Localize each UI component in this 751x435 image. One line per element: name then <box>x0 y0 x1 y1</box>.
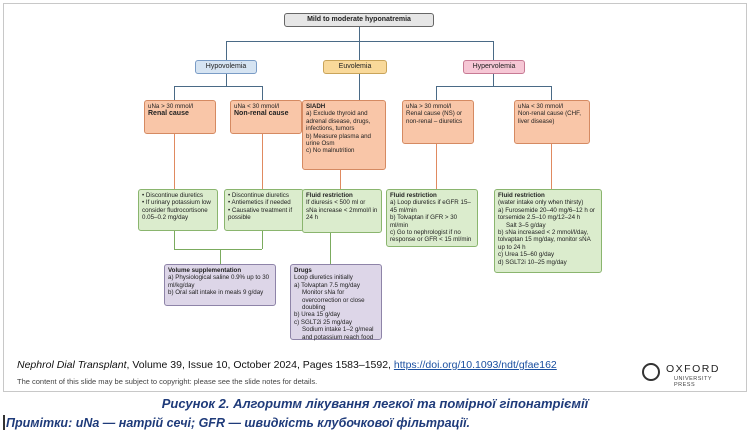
hypo-nonrenal-node: uNa < 30 mmol/l Non-renal cause <box>230 100 302 134</box>
hypervolemia-label: Hypervolemia <box>472 63 516 70</box>
treatment-item: • Antiemetics if needed <box>228 199 291 207</box>
root-label: Mild to moderate hyponatremia <box>307 16 411 23</box>
connector <box>436 86 551 87</box>
connector <box>551 86 552 100</box>
hyper-nonrenal-fluid: Fluid restriction (water intake only whe… <box>494 189 602 273</box>
volume-item: b) Oral salt intake in meals 9 g/day <box>168 289 264 297</box>
hyper-renal-node: uNa > 30 mmol/l Renal cause (NS) or non-… <box>402 100 474 144</box>
siadh-item: a) Exclude thyroid and adrenal disease, … <box>306 110 371 133</box>
hypovolemia-node: Hypovolemia <box>195 60 257 74</box>
hyper-renal-line2: Renal cause (NS) or non-renal – diuretic… <box>406 110 463 125</box>
drugs-item: Sodium intake 1–2 g/meal and potassium r… <box>302 326 374 341</box>
connector <box>262 134 263 189</box>
euvolemia-label: Euvolemia <box>338 63 372 70</box>
hyper-renal-line1: uNa > 30 mmol/l <box>406 103 452 110</box>
volume-title: Volume supplementation <box>168 267 242 274</box>
hyper-nonrenal-fluid-subtitle: (water intake only when thirsty) <box>498 199 584 207</box>
drugs-box: Drugs Loop diuretics initially a) Tolvap… <box>290 264 382 341</box>
connector <box>359 27 360 41</box>
eu-fluid-title: Fluid restriction <box>306 192 353 199</box>
hyper-nonrenal-line2: Non-renal cause (CHF, liver disease) <box>518 110 581 125</box>
volume-item: a) Physiological saline 0.9% up to 30 ml… <box>168 274 270 289</box>
connector <box>436 86 437 100</box>
fluid-item: Salt 3–5 g/day <box>506 221 546 229</box>
connector <box>359 41 360 60</box>
citation-details: , Volume 39, Issue 10, October 2024, Pag… <box>126 359 394 371</box>
connector <box>174 86 262 87</box>
hypo-renal-node: uNa > 30 mmol/l Renal cause <box>144 100 216 134</box>
connector <box>340 170 341 189</box>
siadh-node: SIADH a) Exclude thyroid and adrenal dis… <box>302 100 386 170</box>
euvolemia-node: Euvolemia <box>323 60 387 74</box>
hypervolemia-node: Hypervolemia <box>463 60 525 74</box>
connector <box>174 231 175 249</box>
drugs-item: a) Tolvaptan 7.5 mg/day <box>294 281 360 289</box>
treatment-item: • Causative treatment if possible <box>228 206 293 222</box>
figure-note: Примітки: uNa — натрій сечі; GFR — швидк… <box>6 416 471 430</box>
connector <box>226 74 227 86</box>
copyright-notice: The content of this slide may be subject… <box>17 377 318 386</box>
connector <box>220 249 221 264</box>
hypo-renal-line2: Renal cause <box>148 110 189 118</box>
connector <box>493 41 494 60</box>
eu-fluid-restriction: Fluid restriction If diuresis < 500 ml o… <box>302 189 382 233</box>
drugs-item: Loop diuretics initially <box>294 274 353 282</box>
connector <box>226 41 227 60</box>
doi-link[interactable]: https://doi.org/10.1093/ndt/gfae162 <box>393 359 557 371</box>
treatment-item: • Discontinue diuretics <box>142 192 203 199</box>
oxford-logo[interactable]: OXFORD UNIVERSITY PRESS <box>642 361 732 388</box>
hypo-nonrenal-line1: uNa < 30 mmol/l <box>234 103 280 110</box>
oxford-ring-icon <box>642 363 660 381</box>
citation: Nephrol Dial Transplant, Volume 39, Issu… <box>17 359 557 371</box>
fluid-item: d) SGLT2i 10–25 mg/day <box>498 258 567 266</box>
connector <box>359 74 360 100</box>
figure-caption: Рисунок 2. Алгоритм лікування легкої та … <box>161 396 589 411</box>
fluid-item: b) sNa increased < 2 mmol/l/day, tolvapt… <box>498 229 591 251</box>
fluid-item: a) Loop diuretics if eGFR 15–45 ml/min <box>390 199 471 214</box>
siadh-item: b) Measure plasma and urine Osm <box>306 132 372 148</box>
fluid-item: c) Go to nephrologist if no response or … <box>390 229 472 244</box>
connector <box>493 74 494 86</box>
drugs-item: c) SGLT2i 25 mg/day <box>294 318 353 326</box>
eu-fluid-text: If diuresis < 500 ml or sNa increase < 2… <box>306 199 378 222</box>
hyper-renal-fluid-title: Fluid restriction <box>390 192 437 199</box>
connector <box>436 144 437 189</box>
treatment-item: • Discontinue diuretics <box>228 192 289 199</box>
connector <box>174 134 175 189</box>
logo-name: OXFORD <box>666 363 720 375</box>
hyper-renal-fluid: Fluid restriction a) Loop diuretics if e… <box>386 189 478 247</box>
hypo-renal-treatment: • Discontinue diuretics • If urinary pot… <box>138 189 218 231</box>
root-node: Mild to moderate hyponatremia <box>284 13 434 27</box>
text-cursor <box>3 415 5 430</box>
fluid-item: c) Urea 15–60 g/day <box>498 251 555 259</box>
siadh-title: SIADH <box>306 103 326 110</box>
volume-supplementation: Volume supplementation a) Physiological … <box>164 264 276 306</box>
fluid-item: b) Tolvaptan if GFR > 30 ml/min <box>390 214 458 229</box>
logo-sub: UNIVERSITY PRESS <box>674 376 712 388</box>
hyper-nonrenal-fluid-title: Fluid restriction <box>498 192 545 199</box>
drugs-title: Drugs <box>294 267 312 274</box>
hyper-nonrenal-node: uNa < 30 mmol/l Non-renal cause (CHF, li… <box>514 100 590 144</box>
siadh-item: c) No malnutrition <box>306 147 355 155</box>
connector <box>330 233 331 264</box>
hypo-nonrenal-line2: Non-renal cause <box>234 110 289 118</box>
fluid-item: a) Furosemide 20–40 mg/6–12 h or torsemi… <box>498 206 595 222</box>
journal-name: Nephrol Dial Transplant <box>17 359 127 371</box>
hypo-nonrenal-treatment: • Discontinue diuretics • Antiemetics if… <box>224 189 304 231</box>
drugs-item: b) Urea 15 g/day <box>294 311 341 319</box>
hyper-nonrenal-line1: uNa < 30 mmol/l <box>518 103 564 110</box>
connector <box>551 144 552 189</box>
hypo-renal-line1: uNa > 30 mmol/l <box>148 103 194 110</box>
treatment-item: • If urinary potassium low consider flud… <box>142 199 211 222</box>
hypovolemia-label: Hypovolemia <box>205 63 247 70</box>
connector <box>262 231 263 249</box>
drugs-item: Monitor sNa for overcorrection or close … <box>302 289 365 312</box>
connector <box>174 249 262 250</box>
connector <box>174 86 175 100</box>
connector <box>262 86 263 100</box>
